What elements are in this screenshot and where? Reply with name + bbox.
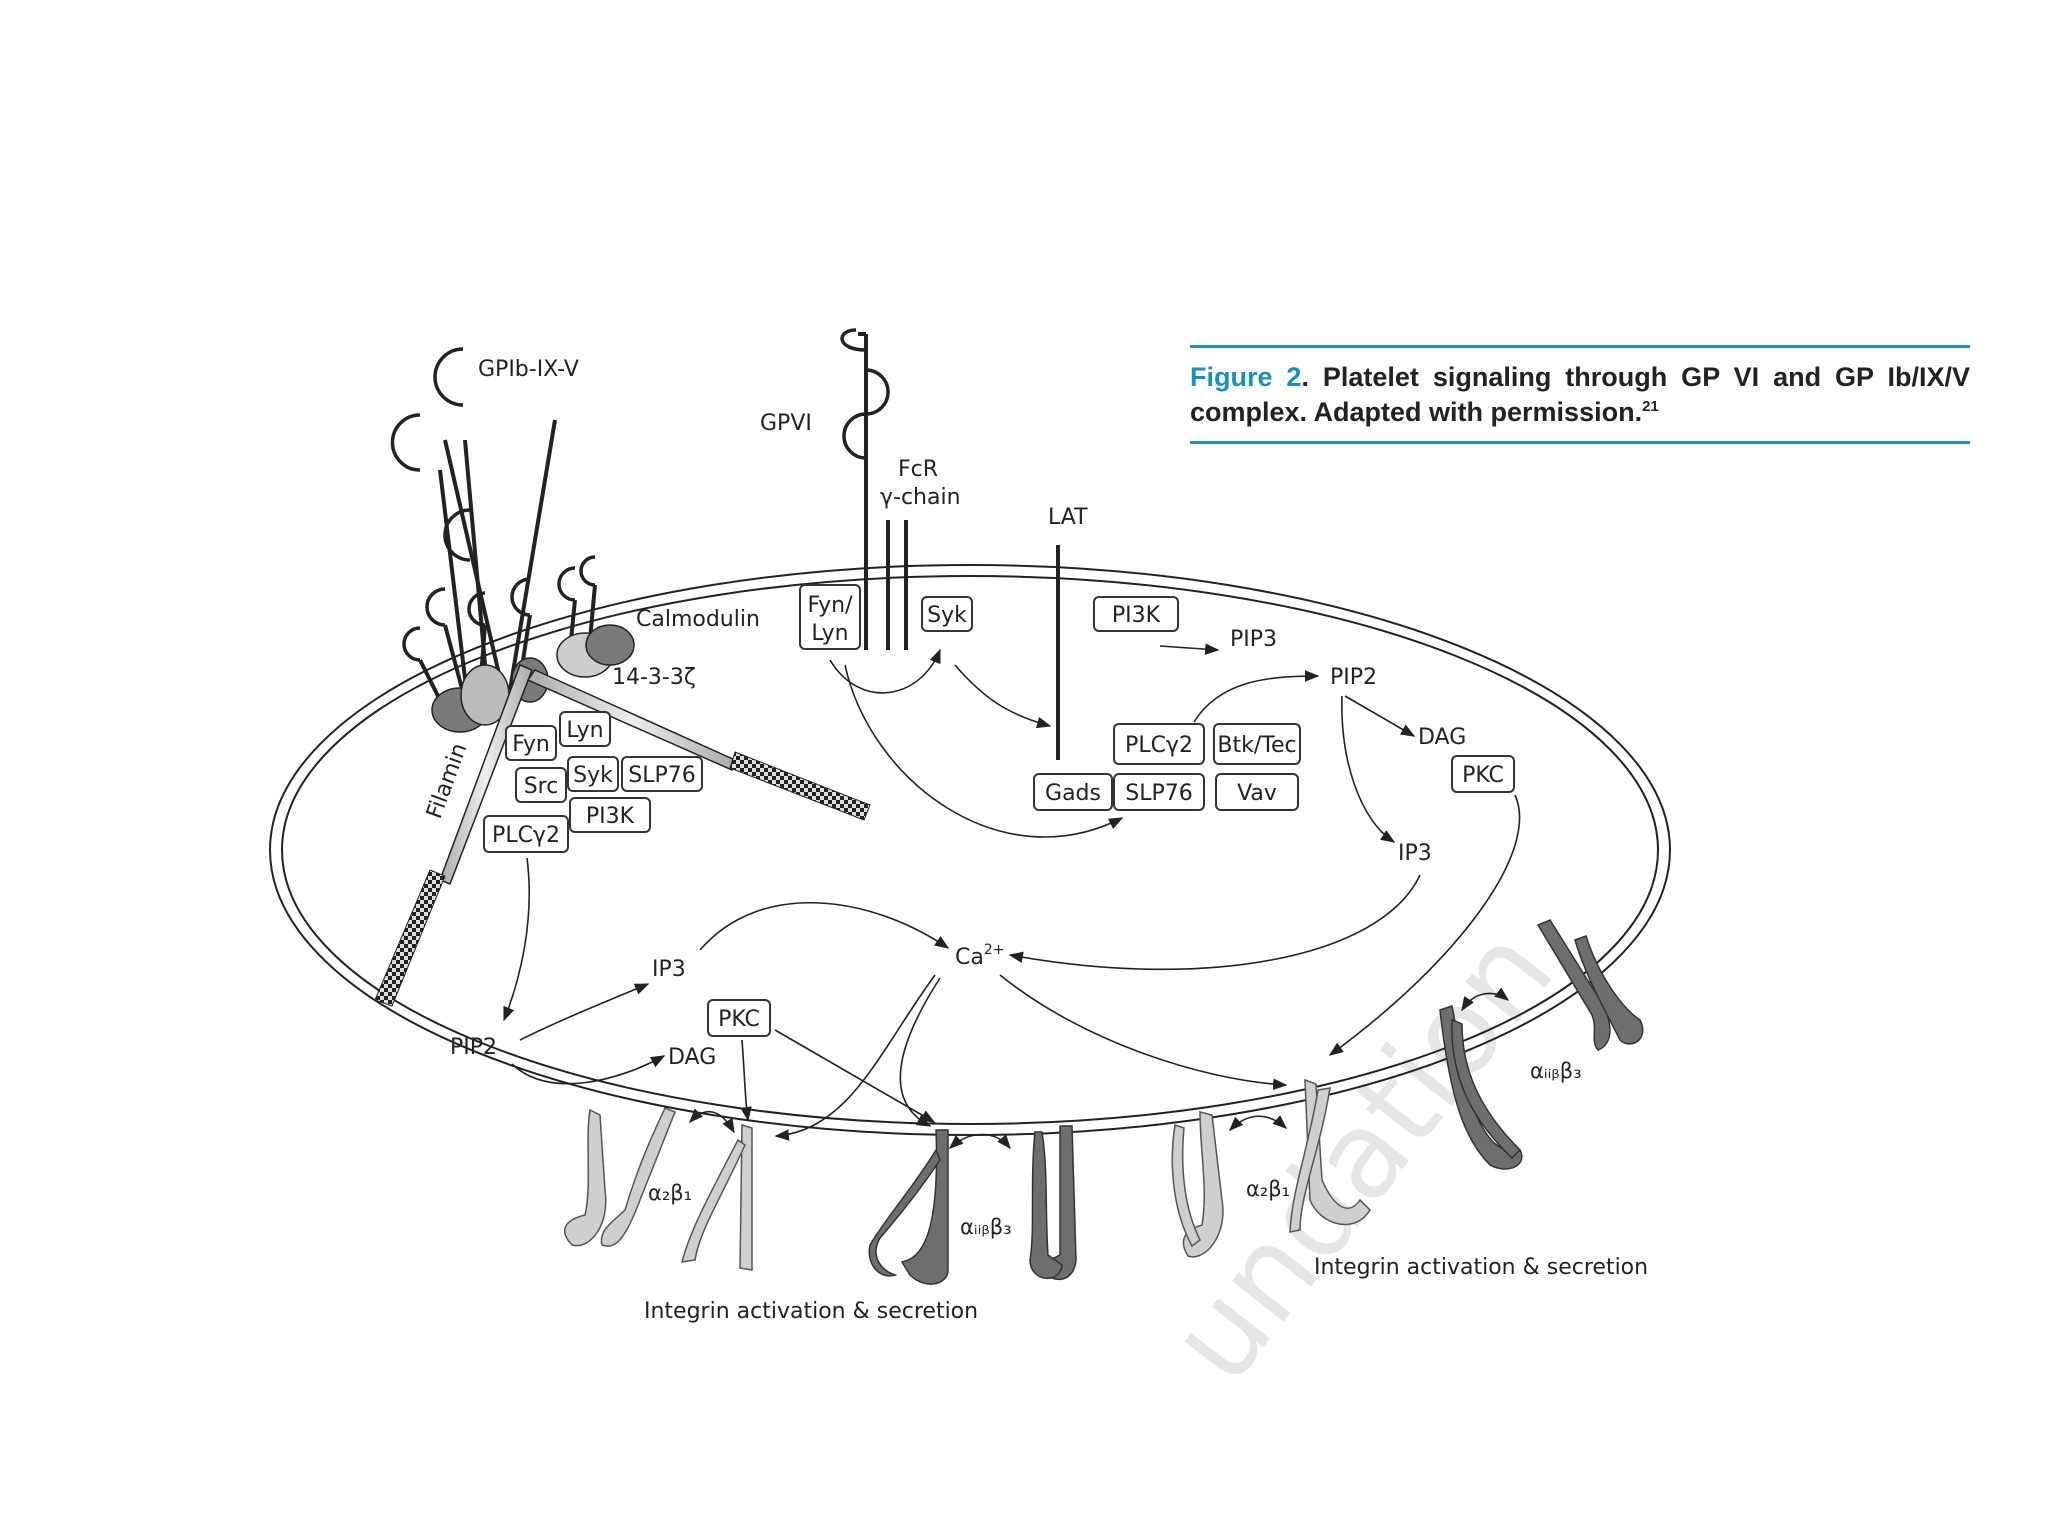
dag-left-label: DAG xyxy=(668,1045,716,1070)
svg-text:PKC: PKC xyxy=(718,1007,760,1032)
box-src: Src xyxy=(516,768,566,802)
box-syk-top: Syk xyxy=(922,597,972,631)
svg-text:Btk/Tec: Btk/Tec xyxy=(1217,733,1296,758)
svg-text:PI3K: PI3K xyxy=(586,804,635,829)
filamin-label: Filamin xyxy=(422,740,472,822)
box-slp76-left: SLP76 xyxy=(622,757,702,791)
ip3-left-label: IP3 xyxy=(652,957,686,982)
svg-text:Gads: Gads xyxy=(1045,781,1101,806)
svg-text:Syk: Syk xyxy=(927,603,967,628)
svg-text:PI3K: PI3K xyxy=(1112,603,1161,628)
integrin-activation-left-label: Integrin activation & secretion xyxy=(644,1299,978,1324)
box-vav: Vav xyxy=(1216,774,1298,810)
svg-text:Syk: Syk xyxy=(573,763,613,788)
a2b1-left-label: α₂β₁ xyxy=(648,1181,692,1205)
svg-text:PLCγ2: PLCγ2 xyxy=(1125,733,1193,758)
ip3-right-label: IP3 xyxy=(1398,841,1432,866)
box-pi3k-top: PI3K xyxy=(1094,597,1178,631)
pip2-left-label: PIP2 xyxy=(450,1035,497,1060)
svg-text:SLP76: SLP76 xyxy=(1125,781,1192,806)
gpvi-label: GPVI xyxy=(760,411,812,436)
aiib3-right-label: αᵢᵢᵦβ₃ xyxy=(1530,1059,1582,1083)
a2b1-right-label: α₂β₁ xyxy=(1246,1177,1290,1201)
calmodulin-label: Calmodulin xyxy=(636,607,760,632)
box-fyn-lyn: Fyn/ Lyn xyxy=(800,585,860,649)
svg-text:Src: Src xyxy=(524,774,559,799)
svg-text:Vav: Vav xyxy=(1237,781,1277,806)
box-plcg2-right: PLCγ2 xyxy=(1114,724,1204,764)
svg-text:PKC: PKC xyxy=(1462,763,1504,788)
box-syk-left: Syk xyxy=(568,757,618,791)
svg-text:SLP76: SLP76 xyxy=(628,763,695,788)
svg-text:PLCγ2: PLCγ2 xyxy=(492,823,560,848)
lat-label: LAT xyxy=(1048,505,1088,530)
svg-text:Fyn: Fyn xyxy=(512,732,550,757)
aiib3-mid-label: αᵢᵢᵦβ₃ xyxy=(960,1215,1012,1239)
svg-text:Fyn/: Fyn/ xyxy=(807,593,853,618)
box-lyn: Lyn xyxy=(560,712,610,746)
caption-text: Figure 2. Platelet signaling through GP … xyxy=(1190,348,1970,441)
box-fyn: Fyn xyxy=(506,726,556,760)
gpib-ix-v-label: GPIb-IX-V xyxy=(478,357,579,382)
14-3-3-zeta-label: 14-3-3ζ xyxy=(612,665,696,690)
integrin-aiib3-mid xyxy=(869,1126,1076,1284)
box-pi3k-left: PI3K xyxy=(570,798,650,832)
caption-reference: 21 xyxy=(1642,398,1659,415)
box-pkc-mid: PKC xyxy=(708,1000,770,1036)
svg-text:Lyn: Lyn xyxy=(811,621,848,646)
fcr-label: FcR xyxy=(898,457,938,482)
box-slp76-right: SLP76 xyxy=(1114,774,1204,810)
caption-bottom-rule xyxy=(1190,441,1970,444)
box-btk-tec: Btk/Tec xyxy=(1214,724,1300,764)
gamma-chain-label: γ-chain xyxy=(880,485,961,510)
svg-text:Lyn: Lyn xyxy=(566,718,603,743)
figure-caption: Figure 2. Platelet signaling through GP … xyxy=(1190,345,1970,444)
dag-right-label: DAG xyxy=(1418,725,1466,750)
box-pkc-right: PKC xyxy=(1452,756,1514,792)
pip3-label: PIP3 xyxy=(1230,627,1277,652)
figure-label: Figure 2 xyxy=(1190,362,1301,392)
caption-body: . Platelet signaling through GP VI and G… xyxy=(1190,362,1970,427)
integrin-activation-right-label: Integrin activation & secretion xyxy=(1314,1255,1648,1280)
pip2-right-label: PIP2 xyxy=(1330,665,1377,690)
box-gads: Gads xyxy=(1034,774,1112,810)
calcium-label: Ca2+ xyxy=(955,942,1004,970)
box-plcg2-left: PLCγ2 xyxy=(484,816,568,852)
